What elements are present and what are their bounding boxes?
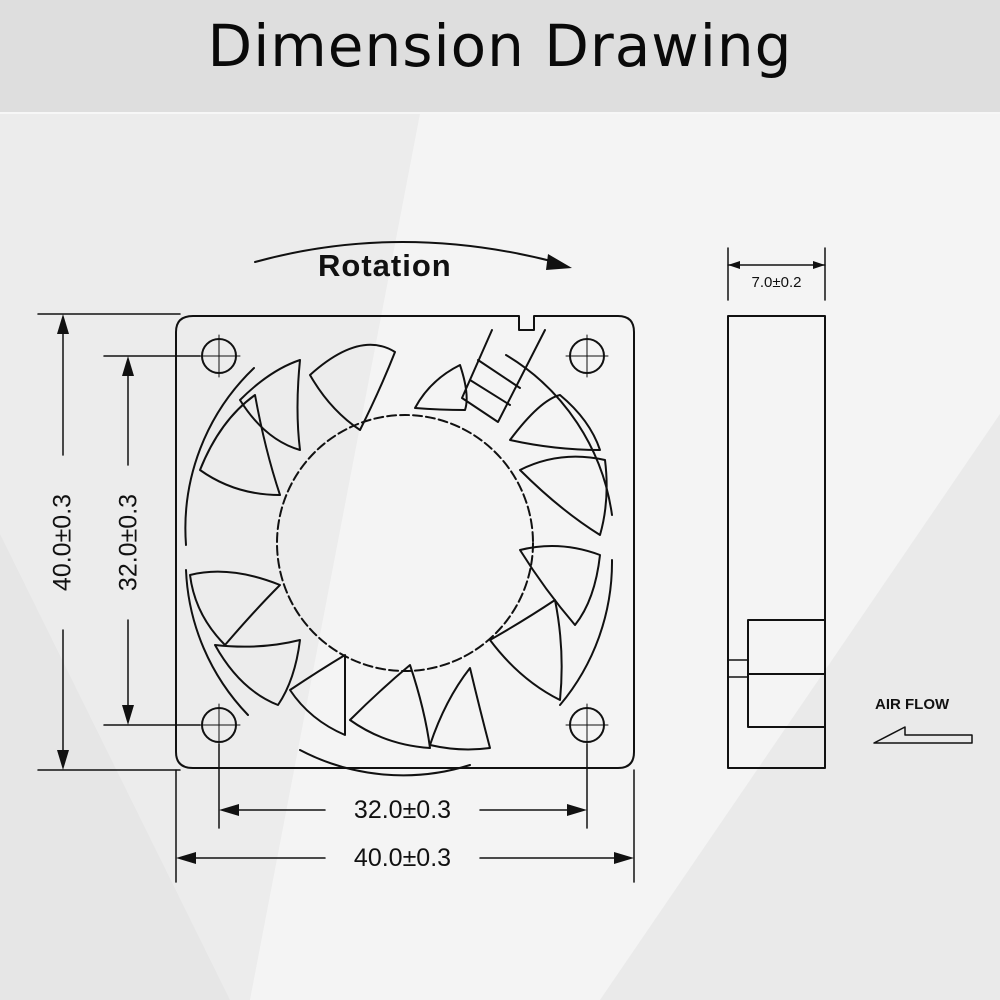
rotation-arrow-head xyxy=(546,254,572,270)
dimension-height-holes xyxy=(103,355,201,726)
dimension-height-outer xyxy=(37,313,181,771)
fan-blades xyxy=(189,343,608,751)
title-banner: Dimension Drawing xyxy=(0,0,1000,114)
page-title: Dimension Drawing xyxy=(207,12,793,80)
height-holes-label: 32.0±0.3 xyxy=(114,493,143,592)
width-outer-label: 40.0±0.3 xyxy=(353,844,452,872)
thickness-label: 7.0±0.2 xyxy=(751,274,802,291)
height-outer-label: 40.0±0.3 xyxy=(48,493,77,592)
width-holes-label: 32.0±0.3 xyxy=(353,796,452,824)
mounting-hole xyxy=(565,703,609,747)
fan-hub xyxy=(276,414,534,672)
fan-side-view xyxy=(727,315,826,769)
rotation-label: Rotation xyxy=(318,248,452,283)
fan-strut xyxy=(461,329,546,423)
airflow-arrow xyxy=(873,726,973,744)
fan-frame xyxy=(175,315,635,769)
venturi-opening xyxy=(184,367,255,546)
mounting-hole xyxy=(565,334,609,378)
rotation-arrow xyxy=(254,241,556,263)
dimension-thickness xyxy=(727,247,826,301)
dimension-width-outer xyxy=(175,769,635,883)
airflow-label: AIR FLOW xyxy=(875,696,950,713)
dimension-width-holes xyxy=(218,743,588,829)
mounting-hole xyxy=(197,334,241,378)
background-facets xyxy=(0,114,1000,1000)
mounting-hole xyxy=(197,703,241,747)
